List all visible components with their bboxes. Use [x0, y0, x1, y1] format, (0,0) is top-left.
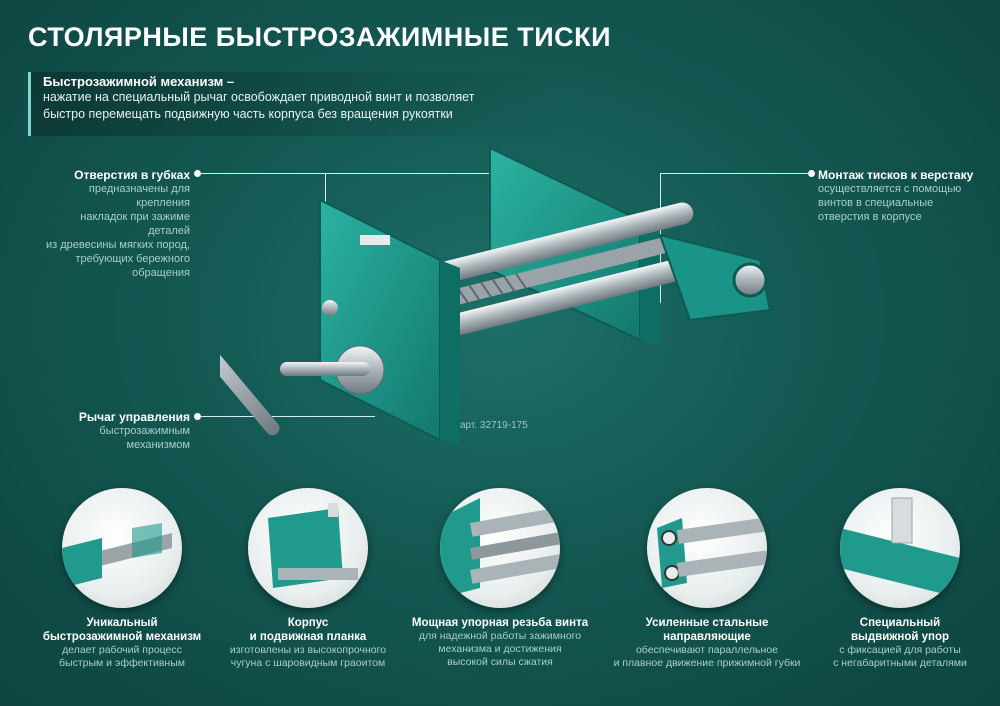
- feature-body: Корпус и подвижная планка изготовлены из…: [218, 488, 398, 670]
- feature-guides: Усиленные стальные направляющие обеспечи…: [612, 488, 802, 670]
- intro-line: нажатие на специальный рычаг освобождает…: [43, 90, 475, 104]
- callout-lever-text: быстрозажимным механизмом: [99, 425, 190, 451]
- feature-text: чугуна с шаровидным граоитом: [230, 657, 386, 669]
- callout-holes-text: из древесины мягких пород,: [45, 239, 190, 251]
- callout-mount-dot: [808, 170, 815, 177]
- feature-quick-release: Уникальный быстрозажимной механизм делае…: [32, 488, 212, 670]
- callout-holes-line: [200, 173, 510, 174]
- page-title: СТОЛЯРНЫЕ БЫСТРОЗАЖИМНЫЕ ТИСКИ: [28, 22, 612, 52]
- intro-line: быстро перемещать подвижную часть корпус…: [43, 107, 453, 121]
- feature-heading: направляющие: [663, 631, 751, 643]
- feature-heading: Усиленные стальные: [645, 617, 769, 629]
- feature-text: высокой силы сжатия: [447, 656, 553, 668]
- feature-heading: Уникальный: [86, 617, 158, 629]
- callout-holes-dot: [194, 170, 201, 177]
- feature-text: с фиксацией для работы: [839, 644, 961, 656]
- feature-image: [440, 488, 560, 608]
- feature-image: [840, 488, 960, 608]
- callout-mount-line: [660, 173, 810, 174]
- feature-heading: выдвижной упор: [850, 631, 950, 643]
- article-number: арт. 32719-175: [460, 420, 528, 431]
- intro-block: Быстрозажимной механизм – нажатие на спе…: [28, 72, 563, 136]
- feature-text: и плавное движение прижимной губки: [613, 657, 801, 669]
- feature-text: механизма и достижения: [438, 643, 562, 655]
- callout-lever-dot: [194, 413, 201, 420]
- callout-holes-text: накладок при зажиме деталей: [80, 211, 190, 237]
- callout-holes-text: предназначены для крепления: [88, 183, 190, 209]
- feature-text: быстрым и эффективным: [59, 657, 185, 669]
- callout-holes-text: обращения: [132, 267, 190, 279]
- feature-text: для надежной работы зажимного: [418, 630, 582, 642]
- feature-image: [62, 488, 182, 608]
- callout-mount-text: осуществляется с помощью: [818, 183, 962, 195]
- feature-text: с негабаритными деталями: [833, 657, 967, 669]
- callout-lever-line: [200, 416, 375, 417]
- callout-lever: Рычаг управления быстрозажимным механизм…: [60, 410, 190, 452]
- feature-image: [248, 488, 368, 608]
- feature-text: обеспечивают параллельное: [635, 644, 779, 656]
- callout-holes: Отверстия в губках предназначены для кре…: [40, 168, 190, 280]
- vise-illustration: [220, 146, 772, 445]
- feature-heading: Мощная упорная резьба винта: [411, 617, 589, 629]
- callout-mount-text: винтов в специальные: [818, 197, 934, 209]
- feature-text: изготовлены из высокопрочного: [229, 644, 387, 656]
- vise-handle: [220, 324, 280, 436]
- callout-mount: Монтаж тисков к верстаку осуществляется …: [818, 168, 988, 224]
- callout-mount-heading: Монтаж тисков к верстаку: [818, 168, 974, 182]
- feature-heading: Корпус: [287, 617, 329, 629]
- intro-heading: Быстрозажимной механизм –: [43, 74, 235, 89]
- feature-heading: Специальный: [859, 617, 941, 629]
- callout-holes-text: требующих бережного: [75, 253, 190, 265]
- callout-lever-heading: Рычаг управления: [78, 410, 190, 424]
- feature-heading: и подвижная планка: [249, 631, 367, 643]
- feature-image: [647, 488, 767, 608]
- feature-stop: Специальный выдвижной упор с фиксацией д…: [810, 488, 990, 670]
- feature-thread: Мощная упорная резьба винта для надежной…: [410, 488, 590, 669]
- callout-holes-heading: Отверстия в губках: [74, 168, 190, 182]
- feature-text: делает рабочий процесс: [62, 644, 182, 656]
- feature-heading: быстрозажимной механизм: [42, 631, 202, 643]
- callout-mount-text: отверстия в корпусе: [818, 211, 922, 223]
